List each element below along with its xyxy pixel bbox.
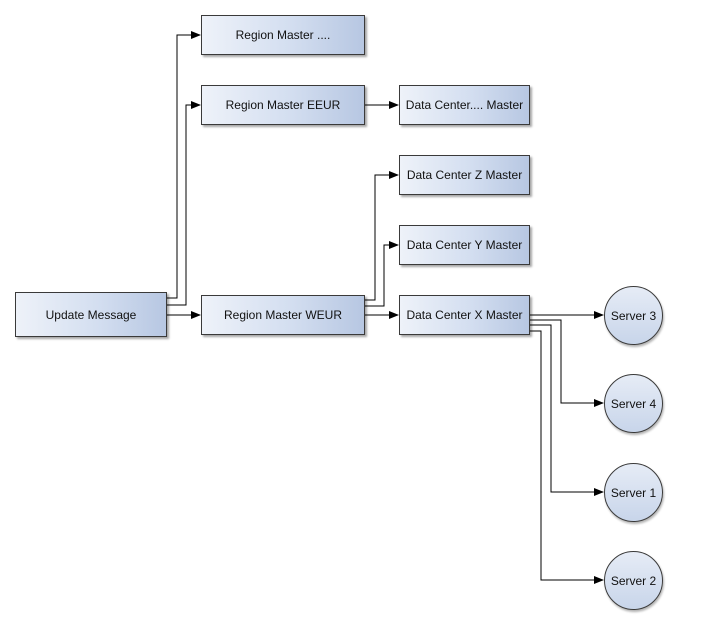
node-region-master-dots[interactable]: Region Master .... bbox=[201, 15, 365, 55]
node-data-center-dots-master[interactable]: Data Center.... Master bbox=[399, 85, 530, 125]
node-server-3[interactable]: Server 3 bbox=[604, 286, 663, 345]
node-server-4[interactable]: Server 4 bbox=[604, 374, 663, 433]
node-update-message[interactable]: Update Message bbox=[15, 292, 167, 337]
node-data-center-y-master[interactable]: Data Center Y Master bbox=[399, 225, 530, 265]
edge-update-to-region-dots bbox=[166, 31, 201, 299]
edge-dc-x-to-server-4 bbox=[529, 319, 604, 407]
edge-dc-x-to-server-2 bbox=[529, 330, 604, 584]
node-region-master-eeur[interactable]: Region Master EEUR bbox=[201, 85, 365, 125]
node-server-2[interactable]: Server 2 bbox=[604, 551, 663, 610]
edge-dc-x-to-server-1 bbox=[529, 324, 604, 496]
node-server-1[interactable]: Server 1 bbox=[604, 463, 663, 522]
edge-weur-to-dc-z bbox=[364, 171, 399, 301]
edge-weur-to-dc-y bbox=[364, 241, 399, 307]
node-data-center-x-master[interactable]: Data Center X Master bbox=[399, 295, 530, 335]
node-data-center-z-master[interactable]: Data Center Z Master bbox=[399, 155, 530, 195]
edge-update-to-region-eeur bbox=[166, 101, 201, 306]
node-region-master-weur[interactable]: Region Master WEUR bbox=[201, 295, 365, 335]
